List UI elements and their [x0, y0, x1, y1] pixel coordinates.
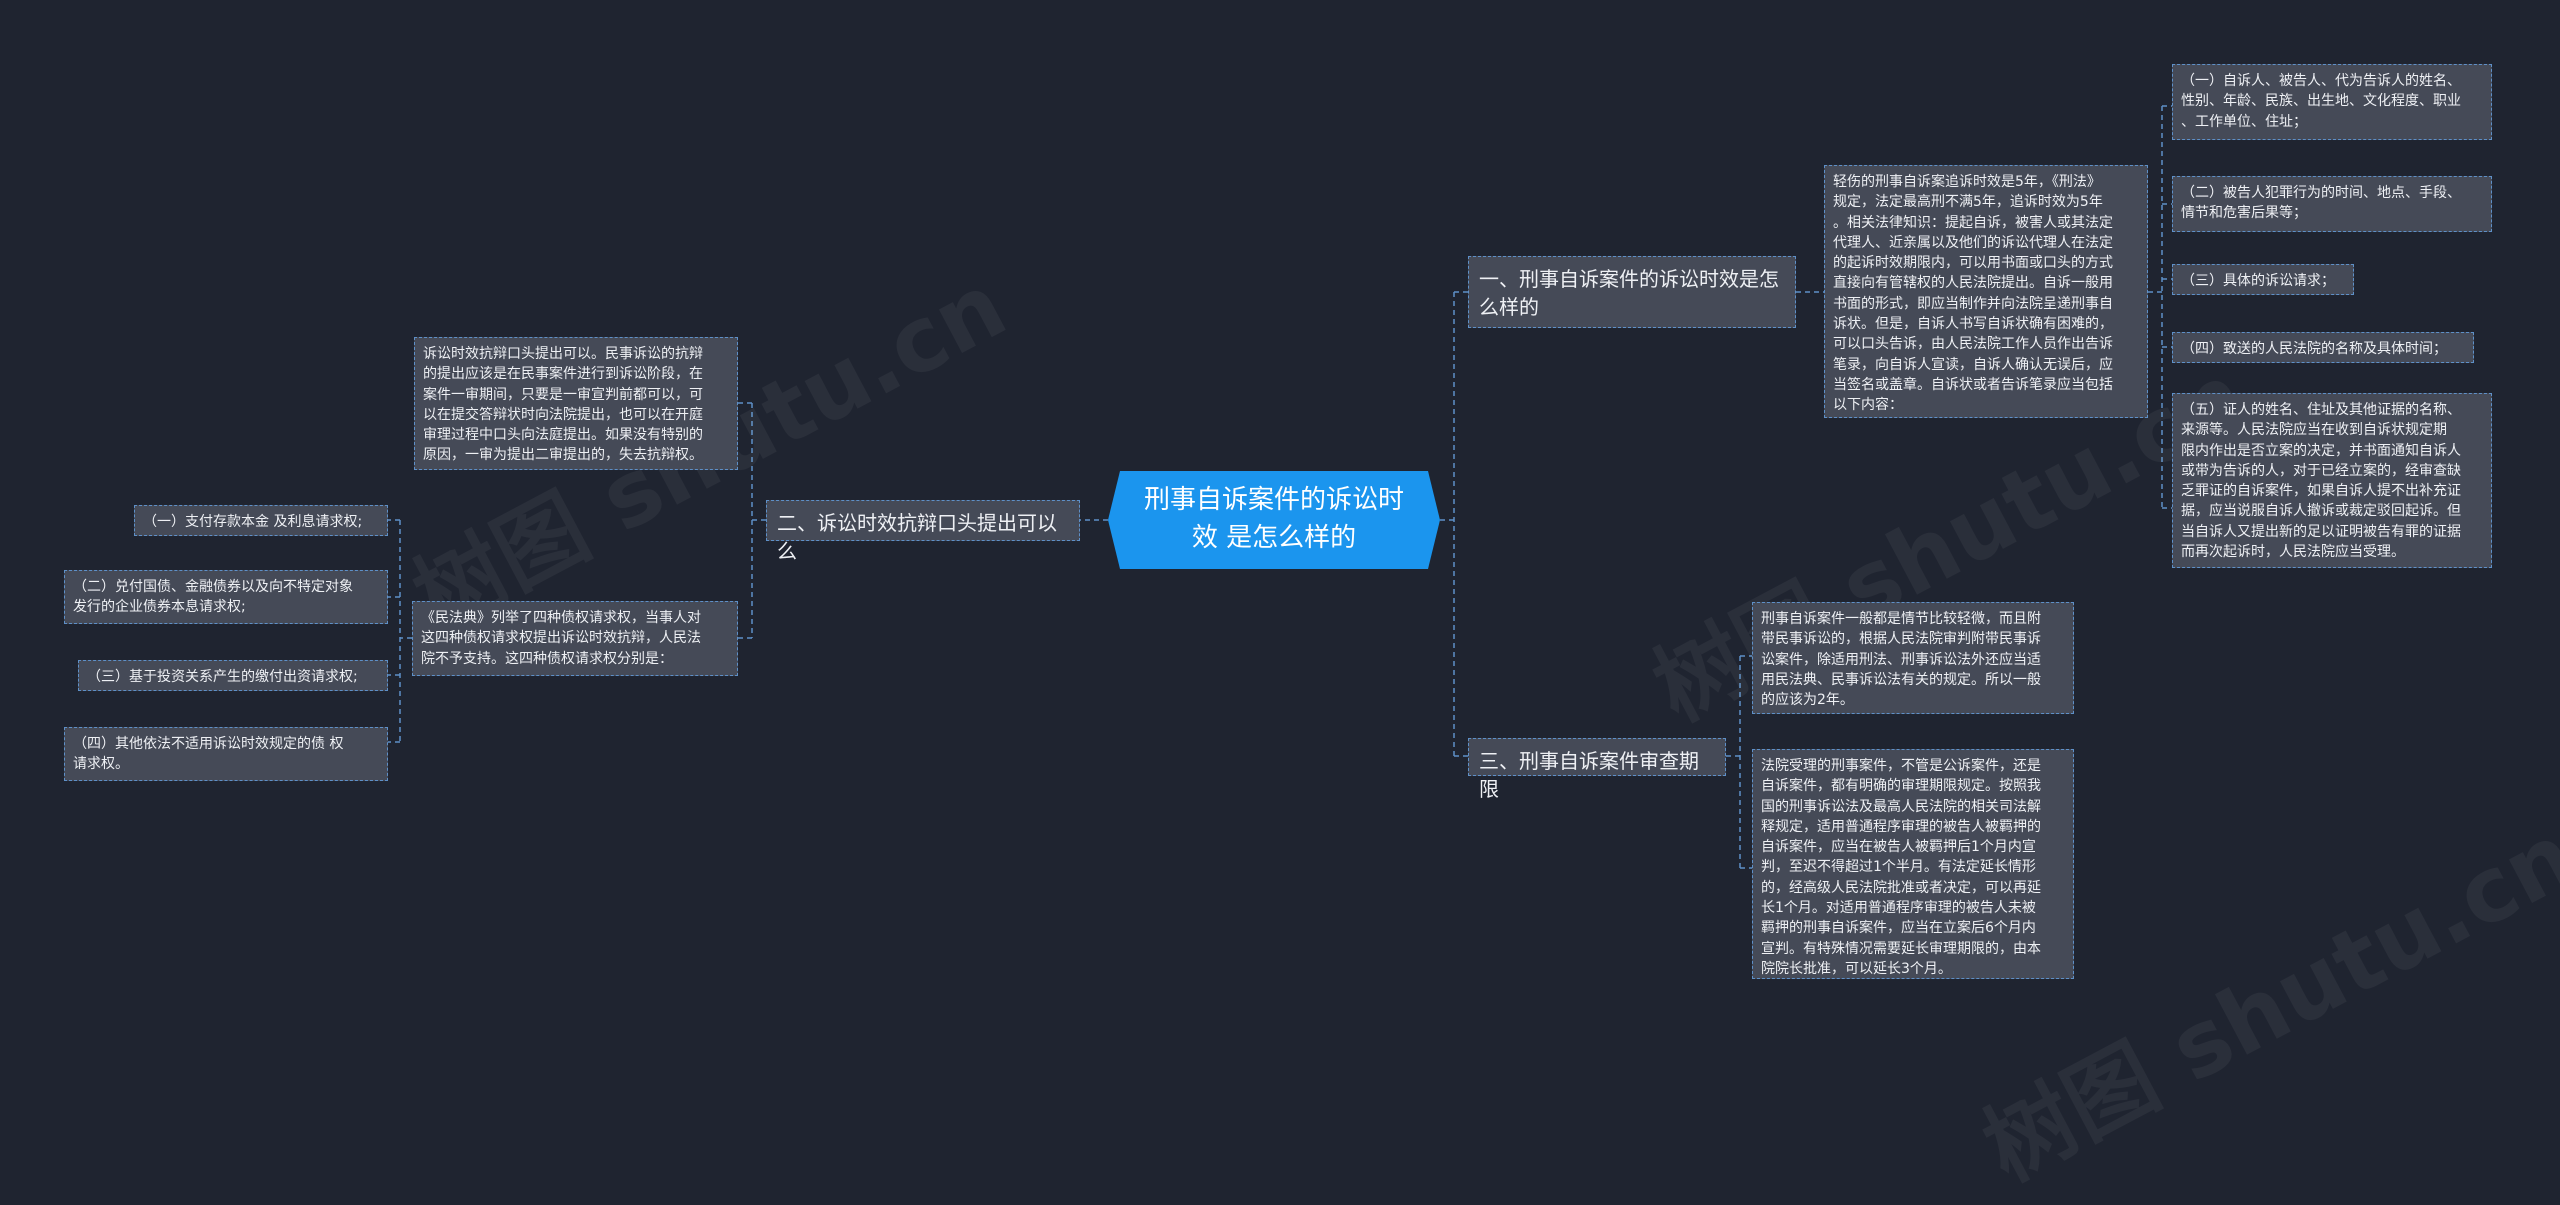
b1-detail-text[interactable]: 轻伤的刑事自诉案追诉时效是5年，《刑法》 规定，法定最高刑不满5年，追诉时效为5…: [1824, 165, 2148, 418]
branch-statute-of-limitations[interactable]: 一、刑事自诉案件的诉讼时效是怎 么样的: [1468, 256, 1796, 328]
root-title: 刑事自诉案件的诉讼时效 是怎么样的: [1143, 485, 1404, 553]
b1-item-1[interactable]: （一）自诉人、被告人、代为告诉人的姓名、 性别、年龄、民族、出生地、文化程度、职…: [2172, 64, 2492, 140]
b2-item-2[interactable]: （二）兑付国债、金融债券以及向不特定对象 发行的企业债券本息请求权;: [64, 570, 388, 624]
b1-item-4[interactable]: （四）致送的人民法院的名称及具体时间；: [2172, 332, 2474, 363]
connector-lines: [388, 105, 2172, 869]
b1-item-5[interactable]: （五）证人的姓名、住址及其他证据的名称、 来源等。人民法院应当在收到自诉状规定期…: [2172, 393, 2492, 568]
b2-civil-code-text[interactable]: 《民法典》列举了四种债权请求权，当事人对 这四种债权请求权提出诉讼时效抗辩，人民…: [412, 601, 738, 676]
b3-item-2[interactable]: 法院受理的刑事案件，不管是公诉案件，还是 自诉案件，都有明确的审理期限规定。按照…: [1752, 749, 2074, 979]
b2-detail-text[interactable]: 诉讼时效抗辩口头提出可以。民事诉讼的抗辩 的提出应该是在民事案件进行到诉讼阶段，…: [414, 337, 738, 470]
b1-item-2[interactable]: （二）被告人犯罪行为的时间、地点、手段、 情节和危害后果等；: [2172, 176, 2492, 232]
b2-item-3[interactable]: （三）基于投资关系产生的缴付出资请求权;: [78, 660, 388, 691]
branch-defense-oral[interactable]: 二、诉讼时效抗辩口头提出可以么: [766, 500, 1080, 563]
root-topic[interactable]: 刑事自诉案件的诉讼时效 是怎么样的: [1108, 471, 1440, 569]
b2-item-1[interactable]: （一）支付存款本金 及利息请求权;: [134, 505, 388, 536]
branch-review-period[interactable]: 三、刑事自诉案件审查期限: [1468, 738, 1726, 801]
b3-item-1[interactable]: 刑事自诉案件一般都是情节比较轻微，而且附 带民事诉讼的，根据人民法院审判附带民事…: [1752, 602, 2074, 714]
b1-item-3[interactable]: （三）具体的诉讼请求；: [2172, 264, 2354, 295]
b2-item-4[interactable]: （四）其他依法不适用诉讼时效规定的债 权 请求权。: [64, 727, 388, 781]
